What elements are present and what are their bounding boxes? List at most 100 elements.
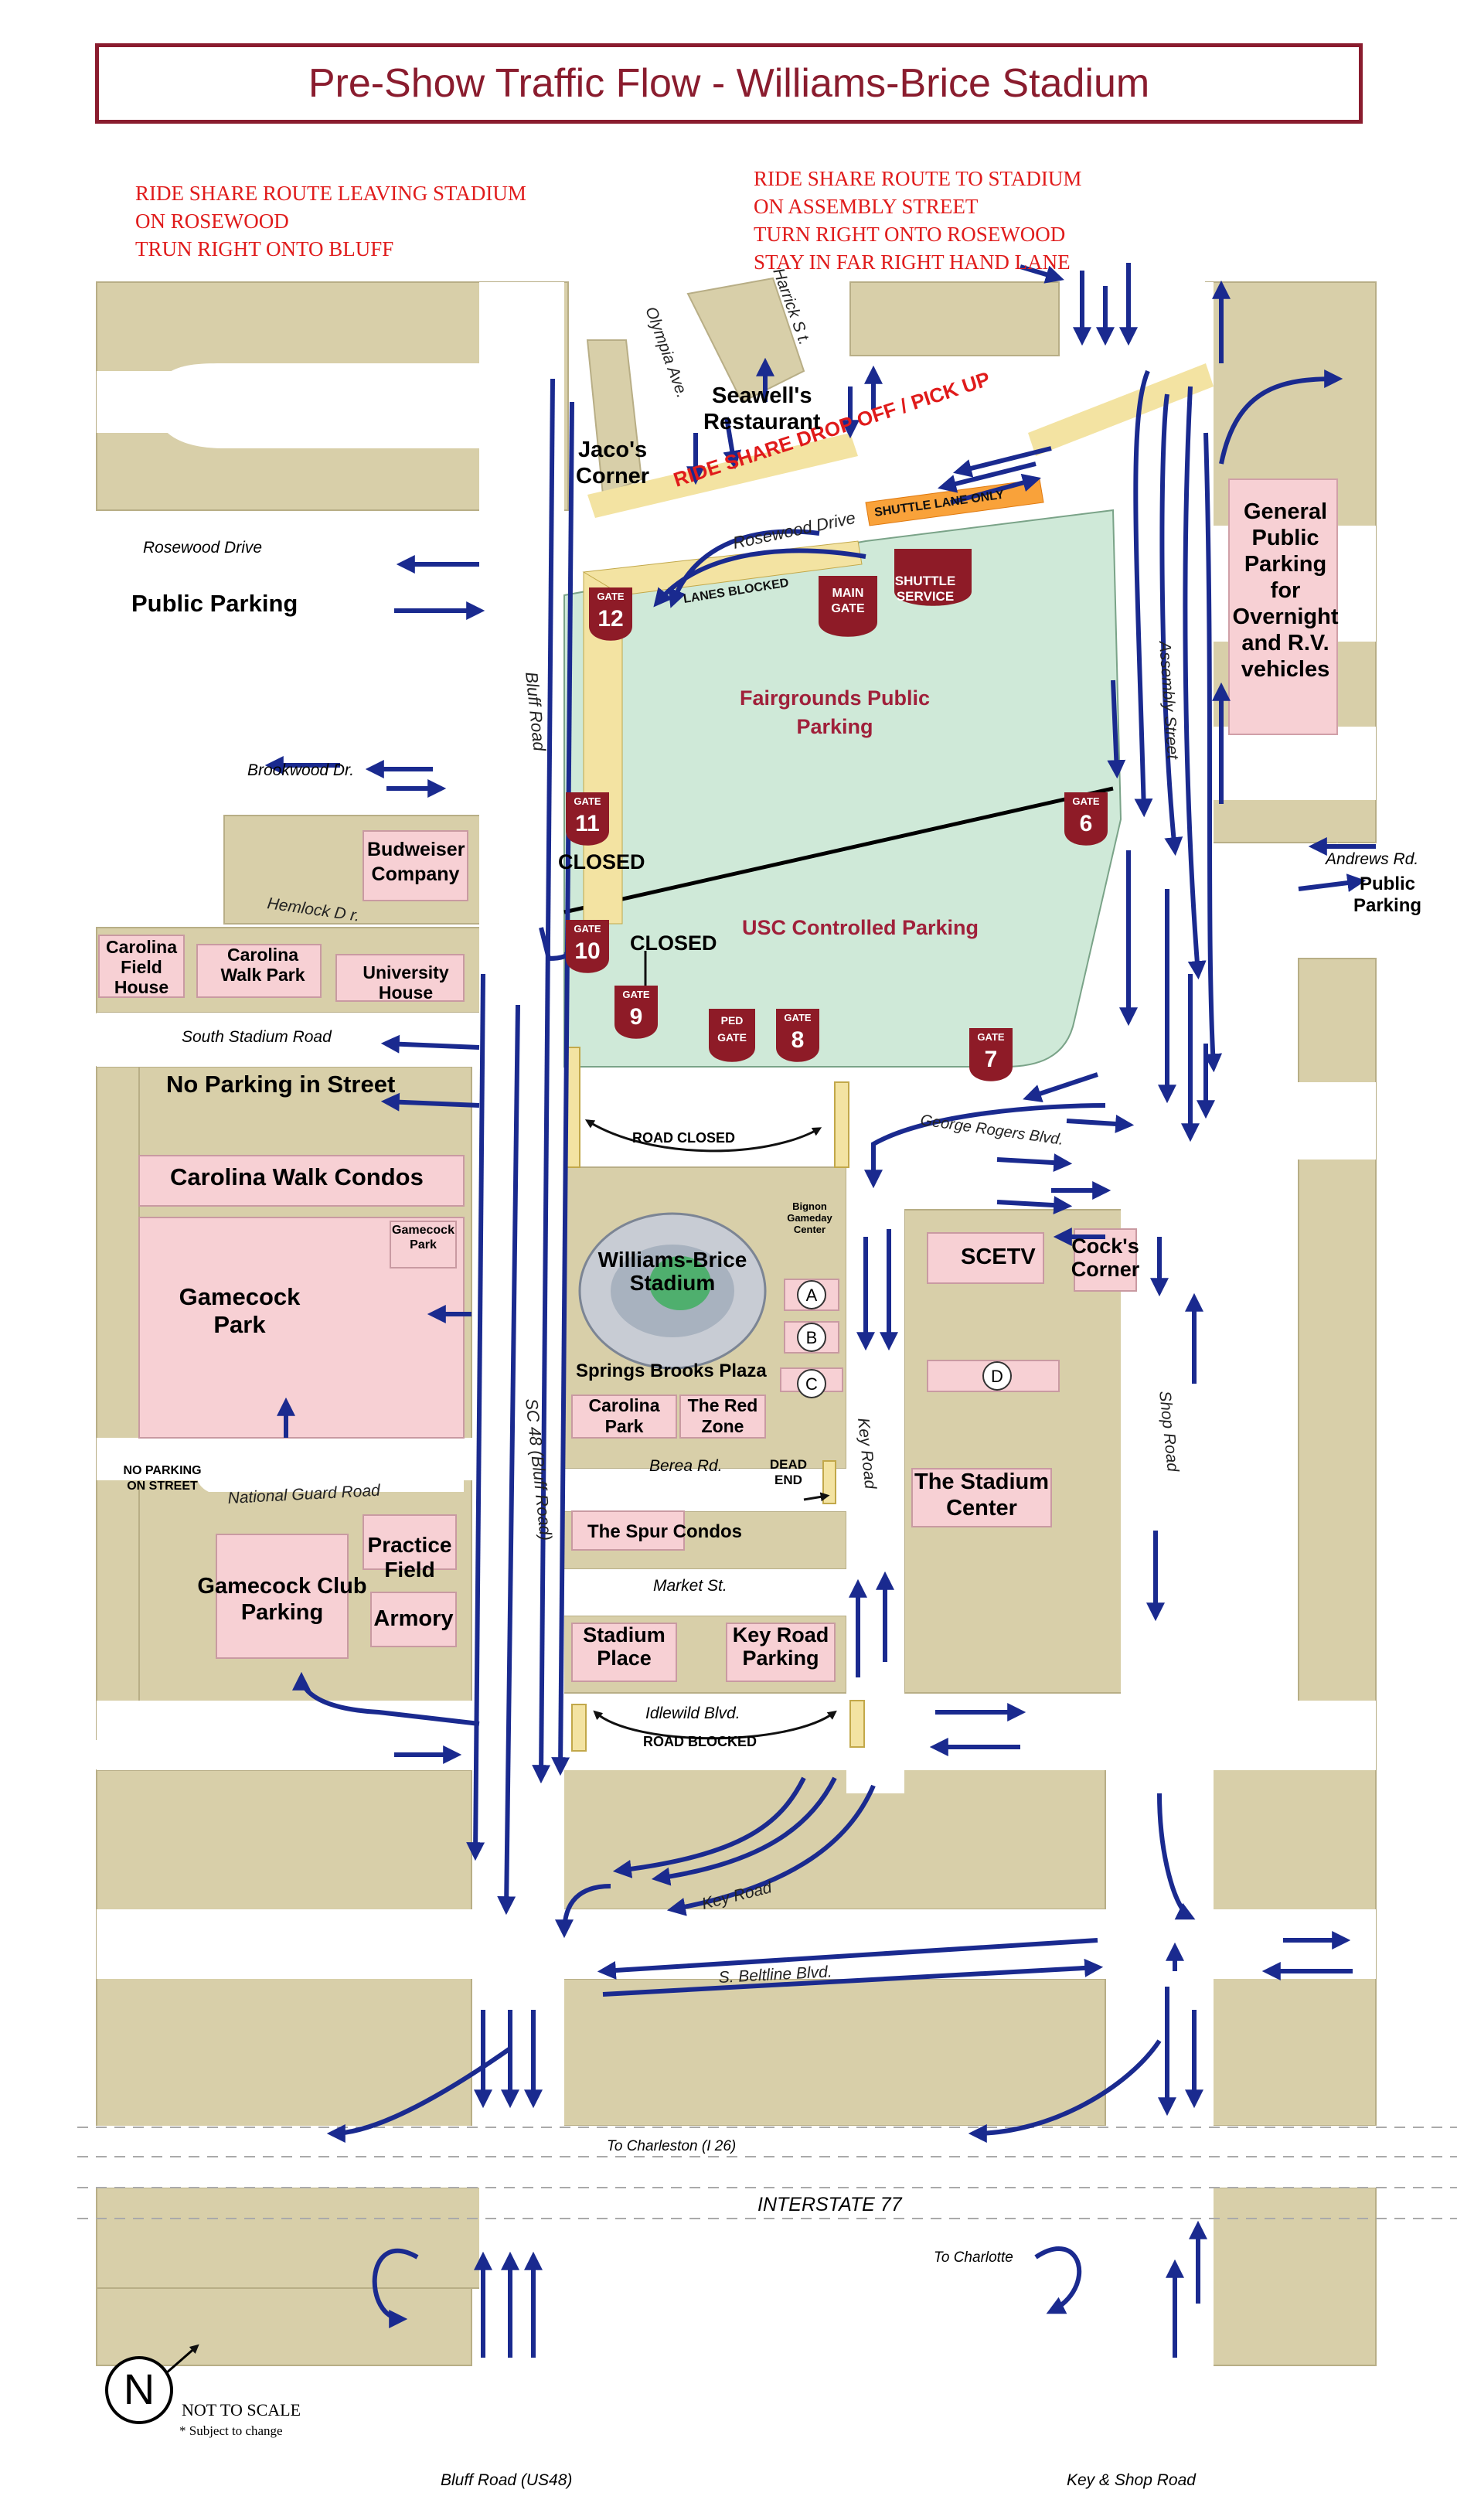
gate-6-label: GATE [1072, 795, 1099, 807]
rosewood-drive-left-label: Rosewood Drive [143, 539, 263, 557]
stadium-place-label: Stadium Place [583, 1623, 666, 1670]
stadium-icon [578, 1212, 767, 1370]
shuttle-service-label: SHUTTLE SERVICE [894, 574, 956, 604]
not-to-scale-label: NOT TO SCALE [182, 2400, 301, 2420]
sctev-label: SCETV [961, 1245, 1036, 1269]
lot-c: C [805, 1374, 818, 1394]
no-parking-label: No Parking in Street [166, 1071, 396, 1098]
block-west-edge [96, 1066, 140, 1740]
block-beltline-south [556, 1978, 1106, 2127]
andrews-label: Andrews Rd. [1326, 850, 1419, 868]
block-seawells [686, 277, 805, 404]
buildings [98, 830, 1137, 1682]
armory-bldg [370, 1592, 457, 1647]
gate-8-num: 8 [791, 1027, 805, 1053]
gate-7-num: 7 [985, 1047, 998, 1072]
carolina-park-bldg [571, 1395, 677, 1439]
spur-bldg [571, 1510, 685, 1551]
gate-9-num: 9 [630, 1004, 643, 1030]
block-harrick [849, 281, 1060, 356]
ride-share-leaving-note: RIDE SHARE ROUTE LEAVING STADIUM ON ROSE… [135, 182, 526, 261]
general-parking-label: General Public Parking for Overnight and… [1232, 499, 1339, 682]
gate-8-label: GATE [784, 1012, 811, 1023]
spur-condos-label: The Spur Condos [587, 1521, 742, 1542]
idlewild-label: Idlewild Blvd. [645, 1704, 740, 1722]
to-charlotte-label: To Charlotte [934, 2249, 1013, 2266]
budweiser-label: Budweiser Company [367, 839, 465, 885]
brookwood-label: Brookwood Dr. [247, 761, 355, 779]
gate-10-label: GATE [574, 923, 601, 935]
armory-label: Armory [373, 1606, 454, 1631]
seawells-label: Seawell's Restaurant [703, 383, 821, 434]
carolina-walk-condos-label: Carolina Walk Condos [170, 1163, 424, 1190]
stadium-label: Williams-Brice Stadium [597, 1248, 747, 1295]
fairgrounds-label: Fairgrounds Public Parking [739, 686, 931, 738]
walk-park-bldg [196, 944, 322, 998]
main-gate-shape [819, 576, 877, 637]
university-house-label: University House [363, 962, 449, 1003]
main-gate-label: MAIN GATE [831, 587, 865, 615]
gate-6-num: 6 [1080, 811, 1093, 836]
lot-circles [797, 1280, 1012, 1398]
interstate-label: INTERSTATE 77 [757, 2194, 902, 2215]
gate-ped-label: PED [721, 1014, 744, 1027]
carolina-park-label: Carolina Park [588, 1395, 660, 1436]
gate-ped-num: GATE [717, 1031, 747, 1044]
barricades [565, 1047, 865, 1752]
gamecock-park-small-label: Gamecock Park [392, 1224, 454, 1251]
gamecock-club-lot [216, 1534, 349, 1659]
key-road-parking-label: Key Road Parking [732, 1623, 829, 1670]
usc-parking-label: USC Controlled Parking [742, 916, 979, 939]
red-zone-bldg [679, 1395, 766, 1439]
closed-label-2: CLOSED [630, 931, 717, 955]
springs-brooks-label: Springs Brooks Plaza [576, 1360, 767, 1381]
subject-change-label: * Subject to change [179, 2423, 283, 2438]
block-jacos [586, 339, 643, 496]
gate-9-label: GATE [622, 989, 649, 1000]
key-shop-label: Key & Shop Road [1067, 2471, 1196, 2489]
traffic-arrows [264, 263, 1376, 2358]
gate-11-num: 11 [575, 811, 600, 836]
cocks-bldg [1074, 1228, 1137, 1292]
gamecock-park-small-bldg [390, 1221, 457, 1269]
cocks-corner-label: Cock's Corner [1071, 1234, 1140, 1281]
olympia-label: Olympia Ave. [642, 305, 691, 400]
map-title: Pre-Show Traffic Flow - Williams-Brice S… [95, 43, 1363, 124]
stadium-center-label: The Stadium Center [914, 1469, 1049, 1521]
gate-12-num: 12 [597, 606, 623, 632]
gates: GATE 12 GATE 11 GATE 10 GATE 9 PED GATE GATE 8… [566, 549, 1108, 1081]
dead-end-label: DEAD END [769, 1457, 808, 1487]
gate-11-label: GATE [574, 795, 601, 807]
general-parking-lot [1228, 478, 1338, 735]
jacos-label: Jaco's Corner [576, 438, 650, 489]
to-charleston-label: To Charleston (I 26) [607, 2138, 737, 2154]
gate-7-label: GATE [977, 1031, 1004, 1043]
sctev-bldg [927, 1232, 1044, 1284]
public-parking-right-label: Public Parking [1353, 873, 1422, 916]
budweiser-bldg [363, 830, 468, 901]
closed-label-1: CLOSED [558, 850, 645, 873]
practice-field-label: Practice Field [367, 1533, 452, 1582]
bignon-label: Bignon Gameday Center [787, 1200, 832, 1235]
ride-share-strip-right [1028, 363, 1214, 456]
gate-10-num: 10 [574, 938, 600, 964]
university-house-bldg [335, 954, 465, 1002]
no-parking-street-label: NO PARKING ON STREET [123, 1464, 202, 1493]
berea-label: Berea Rd. [649, 1457, 723, 1475]
block-south-right [1205, 2187, 1377, 2366]
bluff-us48-label: Bluff Road (US48) [441, 2471, 573, 2489]
gamecock-club-label: Gamecock Club Parking [197, 1574, 367, 1625]
practice-field-bldg [363, 1514, 457, 1570]
lot-a: A [806, 1286, 818, 1305]
north-arrow: N [105, 2344, 199, 2424]
carolina-field-house-label: Carolina Field House [105, 937, 178, 997]
shuttle-service-shape [894, 549, 972, 606]
closure-arrows [584, 951, 837, 1740]
carolina-walk-park-label: Carolina Walk Park [220, 945, 305, 985]
north-label: N [124, 2365, 155, 2413]
ride-share-strip-left [587, 433, 858, 518]
south-stadium-label: South Stadium Road [182, 1028, 332, 1046]
lot-b: B [806, 1328, 818, 1347]
stadium-place-bldg [571, 1623, 677, 1682]
